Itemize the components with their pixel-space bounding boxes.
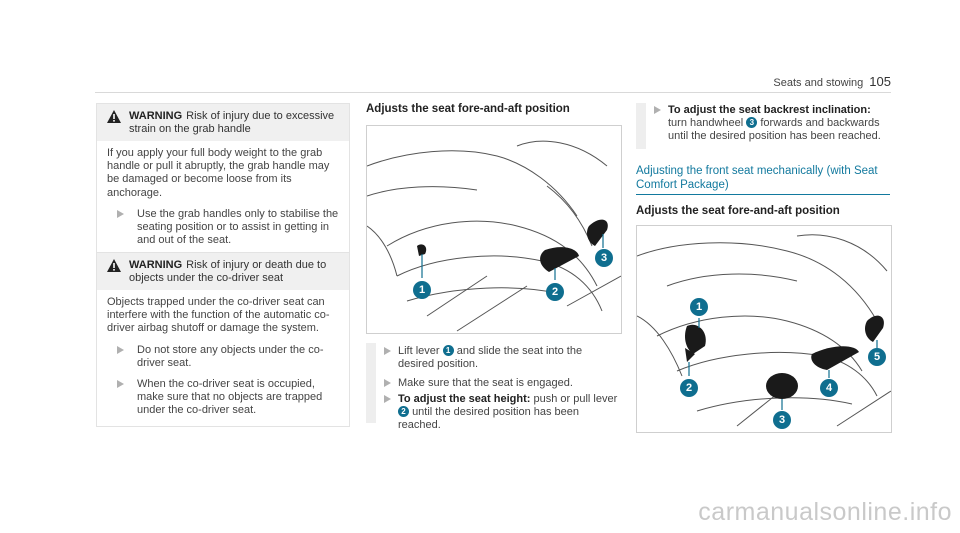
callout-3: 3: [773, 411, 791, 429]
step-engaged: Make sure that the seat is engaged.: [384, 377, 620, 390]
warning-title: Risk of injury due to excessive strain o…: [129, 110, 335, 135]
warning-triangle-icon: [107, 259, 121, 272]
seat-drawing: [637, 234, 891, 427]
callout-1: 1: [690, 298, 708, 316]
step-bar: [636, 103, 646, 149]
page-number: 105: [869, 74, 891, 89]
seat-drawing: [367, 140, 621, 332]
callout-1: 1: [413, 281, 431, 299]
heading-fore-aft: Adjusts the seat fore-and-aft position: [366, 103, 570, 115]
arrow-bullet-icon: [654, 106, 661, 114]
section-name: Seats and stowing: [773, 77, 864, 89]
warning-triangle-icon: [107, 110, 121, 123]
heading-fore-aft-comfort: Adjusts the seat fore-and-aft position: [636, 205, 840, 217]
watermark: carmanualsonline.info: [698, 498, 952, 526]
seat-illustration-1: 1 2 3: [366, 125, 622, 334]
section-title: Adjusting the front seat mechanically (w…: [636, 165, 878, 191]
arrow-bullet-icon: [117, 345, 124, 354]
warning-bullet: Use the grab handles only to stabilise t…: [107, 208, 341, 248]
callout-5: 5: [868, 348, 886, 366]
arrow-bullet-icon: [117, 380, 124, 389]
warning-bullet: When the co-driver seat is occupied, mak…: [107, 378, 341, 418]
warning-bullet: Do not store any objects under the co-dr…: [107, 344, 341, 370]
callout-ref-2: 2: [398, 406, 409, 418]
callout-ref-3: 3: [746, 117, 758, 129]
seat-illustration-2: 1 2 3 4 5: [636, 225, 892, 433]
arrow-bullet-icon: [384, 347, 391, 355]
warning-text: If you apply your full body weight to th…: [107, 147, 330, 199]
page-header: Seats and stowing 105: [773, 74, 891, 89]
warning-label: WARNING: [129, 110, 183, 122]
callout-4: 4: [820, 379, 838, 397]
arrow-bullet-icon: [117, 209, 124, 218]
warning-title: Risk of injury or death due to objects u…: [129, 259, 327, 284]
arrow-bullet-icon: [384, 379, 391, 387]
callout-2: 2: [546, 283, 564, 301]
step-lift-lever: Lift lever 1 and slide the seat into the…: [384, 345, 620, 371]
callout-2: 2: [680, 379, 698, 397]
header-rule: [95, 92, 891, 93]
arrow-bullet-icon: [384, 395, 391, 403]
warning-text: Objects trapped under the co-driver seat…: [107, 296, 330, 335]
callout-3: 3: [595, 249, 613, 267]
step-bar: [366, 343, 376, 423]
section-rule: [636, 194, 890, 195]
warning-label: WARNING: [129, 259, 183, 271]
step-backrest: To adjust the seat backrest inclination:…: [654, 104, 890, 144]
step-seat-height: To adjust the seat height: push or pull …: [384, 393, 620, 433]
callout-ref-1: 1: [442, 345, 454, 356]
